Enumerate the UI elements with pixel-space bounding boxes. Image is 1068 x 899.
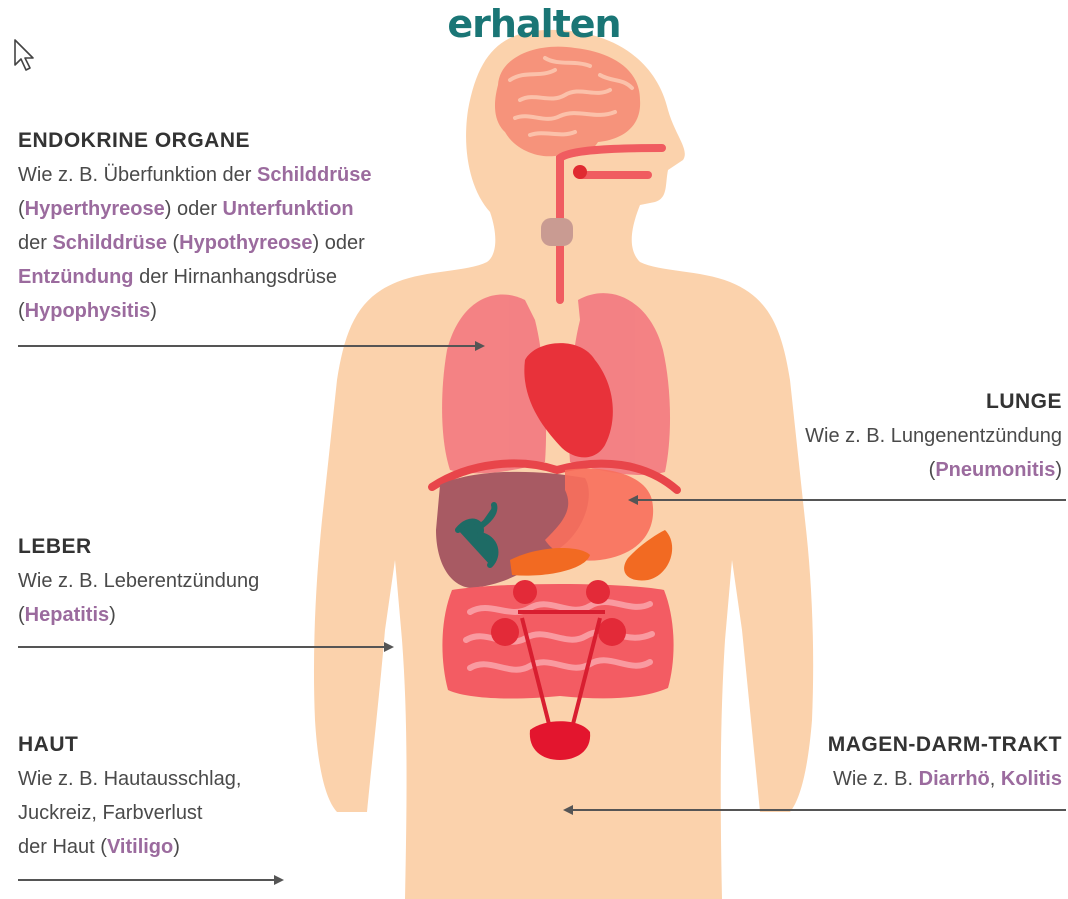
haut-line-2: Juckreiz, Farbverlust xyxy=(18,796,241,830)
text: ) oder xyxy=(165,198,223,220)
text: der xyxy=(18,232,52,254)
lunge-line-1: Wie z. B. Lungenentzündung xyxy=(805,419,1062,453)
label-lunge: LUNGE Wie z. B. Lungenentzündung (Pneumo… xyxy=(805,385,1062,487)
text: ( xyxy=(167,232,179,254)
text: ( xyxy=(18,300,25,322)
text: der Haut ( xyxy=(18,836,107,858)
magen-line-1: Wie z. B. Diarrhö, Kolitis xyxy=(828,762,1062,796)
label-leber: LEBER Wie z. B. Leberentzündung (Hepatit… xyxy=(18,530,259,632)
label-haut: HAUT Wie z. B. Hautausschlag, Juckreiz, … xyxy=(18,728,241,864)
term-vitiligo: Vitiligo xyxy=(107,836,173,858)
haut-line-1: Wie z. B. Hautausschlag, xyxy=(18,762,241,796)
thyroid xyxy=(541,218,573,246)
endokrine-line-1: Wie z. B. Überfunktion der Schilddrüse xyxy=(18,158,371,192)
mouse-pointer-icon xyxy=(12,38,40,74)
endokrine-line-3: der Schilddrüse (Hypothyreose) oder xyxy=(18,226,371,260)
term-hypothyreose: Hypothyreose xyxy=(179,232,312,254)
text: ) xyxy=(109,604,116,626)
label-endokrine-organe: ENDOKRINE ORGANE Wie z. B. Überfunktion … xyxy=(18,124,371,328)
term-hyperthyreose: Hyperthyreose xyxy=(25,198,165,220)
text: Wie z. B. xyxy=(833,768,919,790)
term-diarrhoe: Diarrhö xyxy=(919,768,990,790)
label-magen-darm-trakt: MAGEN-DARM-TRAKT Wie z. B. Diarrhö, Koli… xyxy=(828,728,1062,796)
endokrine-line-5: (Hypophysitis) xyxy=(18,294,371,328)
heading-lunge: LUNGE xyxy=(805,385,1062,419)
text: ) xyxy=(173,836,180,858)
text: ) xyxy=(1055,459,1062,481)
leber-line-1: Wie z. B. Leberentzündung xyxy=(18,564,259,598)
term-pneumonitis: Pneumonitis xyxy=(935,459,1055,481)
term-entzuendung: Entzündung xyxy=(18,266,134,288)
text: Wie z. B. Überfunktion der xyxy=(18,164,257,186)
term-kolitis: Kolitis xyxy=(1001,768,1062,790)
endokrine-line-2: (Hyperthyreose) oder Unterfunktion xyxy=(18,192,371,226)
term-schilddruese: Schilddrüse xyxy=(257,164,371,186)
text: ) xyxy=(150,300,157,322)
text: ( xyxy=(18,198,25,220)
term-unterfunktion: Unterfunktion xyxy=(223,198,354,220)
term-hypophysitis: Hypophysitis xyxy=(25,300,151,322)
text: der Hirnanhangsdrüse xyxy=(134,266,337,288)
text: , xyxy=(990,768,1001,790)
term-schilddruese: Schilddrüse xyxy=(52,232,166,254)
heading-leber: LEBER xyxy=(18,530,259,564)
top-caption: erhalten xyxy=(0,2,1068,46)
text: ( xyxy=(18,604,25,626)
lunge-line-2: (Pneumonitis) xyxy=(805,453,1062,487)
haut-line-3: der Haut (Vitiligo) xyxy=(18,830,241,864)
term-hepatitis: Hepatitis xyxy=(25,604,109,626)
intestines xyxy=(442,580,673,698)
heading-endokrine: ENDOKRINE ORGANE xyxy=(18,124,371,158)
endokrine-line-4: Entzündung der Hirnanhangsdrüse xyxy=(18,260,371,294)
heading-haut: HAUT xyxy=(18,728,241,762)
heading-magen-darm: MAGEN-DARM-TRAKT xyxy=(828,728,1062,762)
pituitary-dot xyxy=(573,165,587,179)
text: ) oder xyxy=(313,232,365,254)
leber-line-2: (Hepatitis) xyxy=(18,598,259,632)
